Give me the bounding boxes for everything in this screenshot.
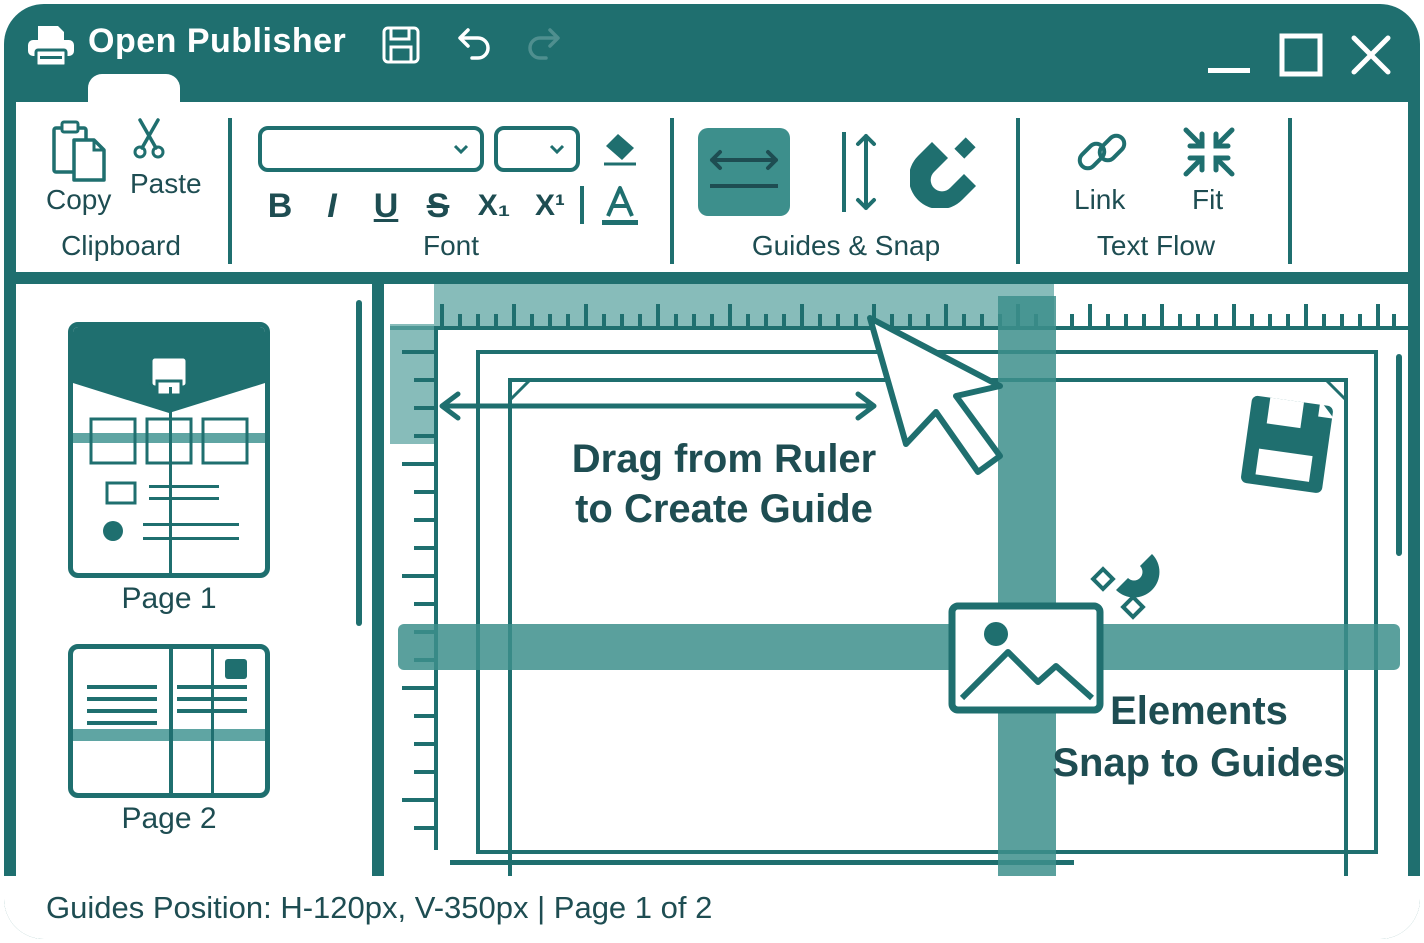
- eraser-icon[interactable]: [600, 130, 640, 168]
- superscript-button[interactable]: X¹: [535, 189, 565, 222]
- callout-drag-line1: Drag from Ruler: [571, 437, 877, 481]
- page-label-1: Page 1: [121, 582, 217, 615]
- status-bar: Guides Position: H-120px, V-350px | Page…: [4, 876, 1420, 939]
- maximize-icon[interactable]: [1276, 30, 1326, 80]
- scissors-icon[interactable]: [132, 116, 166, 160]
- ribbon-divider: [670, 118, 674, 264]
- group-label-font: Font: [422, 230, 480, 261]
- title-bar: Open Publisher: [4, 4, 1420, 104]
- font-family-dropdown[interactable]: [258, 126, 484, 172]
- ribbon-divider: [228, 118, 232, 264]
- horizontal-guide-button[interactable]: [698, 128, 790, 216]
- vertical-ruler: [390, 324, 438, 850]
- bold-button[interactable]: B: [267, 187, 293, 225]
- close-icon[interactable]: [1346, 30, 1396, 80]
- chevron-down-icon: [453, 144, 469, 155]
- callout-snap-line1: Elements: [1110, 689, 1288, 733]
- font-color-icon[interactable]: [598, 182, 642, 228]
- callout-snap-line2: Snap to Guides: [1052, 741, 1346, 785]
- redo-icon[interactable]: [522, 22, 568, 68]
- link-button[interactable]: Link: [1074, 184, 1126, 215]
- fit-button[interactable]: Fit: [1192, 184, 1224, 215]
- page-1-preview: [73, 327, 265, 573]
- font-size-dropdown[interactable]: [494, 126, 580, 172]
- font-divider: [580, 186, 584, 224]
- ribbon-divider: [1288, 118, 1292, 264]
- underline-button[interactable]: U: [373, 187, 399, 225]
- ribbon-tab[interactable]: [88, 74, 180, 104]
- status-text: Guides Position: H-120px, V-350px | Page…: [46, 890, 713, 925]
- subscript-button[interactable]: X₁: [477, 189, 511, 222]
- pages-panel: Page 1 Page 2: [16, 284, 372, 876]
- page-2-preview: [73, 649, 265, 793]
- save-icon[interactable]: [378, 22, 424, 68]
- ribbon-divider: [1016, 118, 1020, 264]
- chevron-down-icon: [549, 144, 565, 155]
- horizontal-guide-icon: [710, 150, 778, 188]
- printer-icon: [28, 26, 74, 68]
- app-title: Open Publisher: [88, 22, 347, 60]
- design-canvas[interactable]: Drag from Ruler to Create Guide Elements…: [384, 284, 1408, 876]
- group-label-guides: Guides & Snap: [751, 230, 941, 261]
- page-thumbnail-1[interactable]: [68, 322, 270, 578]
- copy-icon[interactable]: [48, 118, 114, 184]
- copy-button[interactable]: Copy: [46, 184, 112, 215]
- group-label-text-flow: Text Flow: [1096, 230, 1216, 261]
- vertical-guide-icon[interactable]: [836, 128, 882, 216]
- italic-button[interactable]: I: [327, 187, 337, 225]
- fit-icon[interactable]: [1180, 124, 1238, 180]
- app-window: Open Publisher: [4, 4, 1420, 939]
- snap-magnet-icon[interactable]: [910, 132, 990, 208]
- page-label-2: Page 2: [121, 802, 217, 835]
- ribbon: Copy Paste Clipboard B I U S X₁ X¹: [16, 102, 1408, 274]
- paste-button[interactable]: Paste: [130, 168, 202, 199]
- minimize-icon[interactable]: [1204, 30, 1254, 80]
- callout-drag-line2: to Create Guide: [575, 487, 873, 531]
- pages-scrollbar[interactable]: [356, 300, 362, 626]
- ribbon-separator: [4, 272, 1420, 284]
- canvas-artwork: [390, 284, 1408, 876]
- strikethrough-button[interactable]: S: [426, 187, 450, 225]
- horizontal-ruler: [390, 284, 1408, 330]
- page-thumbnail-2[interactable]: [68, 644, 270, 798]
- panel-separator: [372, 284, 384, 876]
- group-label-clipboard: Clipboard: [61, 230, 181, 261]
- link-icon[interactable]: [1072, 124, 1132, 182]
- undo-icon[interactable]: [450, 22, 496, 68]
